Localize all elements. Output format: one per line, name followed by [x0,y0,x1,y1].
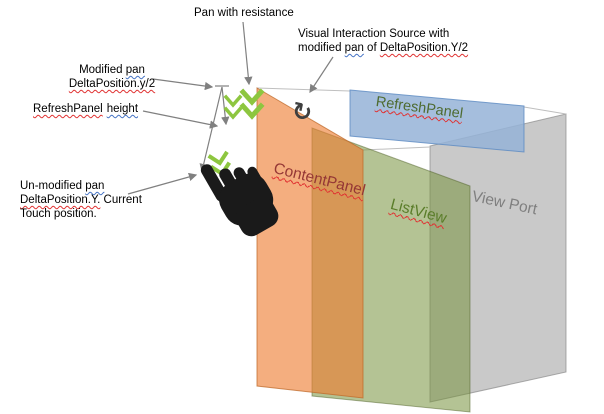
measure-touch-line [199,86,223,173]
unmodified-pan-line3: Touch position. [20,208,97,220]
modified-pan-label: Modified pan DeltaPosition.y/2 [64,63,160,91]
touch-hand-icon [200,164,279,237]
vis-source-line1: Visual Interaction Source with [298,28,450,40]
leader-arrow-vis-source [309,56,334,94]
modified-pan-line1: Modified pan [79,64,145,76]
wireframe-line-mid [362,146,431,151]
unmodified-pan-line1: Un-modified pan [20,180,105,192]
contentpanel-panel [256,87,364,399]
pan-resistance-label: Pan with resistance [194,6,294,20]
pan-chevrons-icon [223,88,265,120]
vis-source-label: Visual Interaction Source with modified … [298,27,468,55]
unmodified-pan-line2: DeltaPosition.Y. Current [20,194,142,206]
wireframe-line-top-left [256,87,351,92]
leader-arrow-refresh-height [142,110,219,129]
leader-arrow-unmodified-pan [127,172,198,195]
measure-refresh-height-line [221,86,230,126]
leader-arrow-pan-resistance [242,21,253,86]
modified-pan-line2: DeltaPosition.y/2 [68,78,156,90]
pan-resistance-text: Pan with resistance [194,7,294,19]
vis-source-line2: modified pan of DeltaPosition.Y/2 [298,42,469,54]
unmodified-pan-label: Un-modified pan DeltaPosition.Y. Current… [20,179,142,221]
leader-arrow-modified-pan [152,78,214,91]
wireframe-line-top-right [523,106,567,115]
refreshpanel-panel [349,89,525,153]
